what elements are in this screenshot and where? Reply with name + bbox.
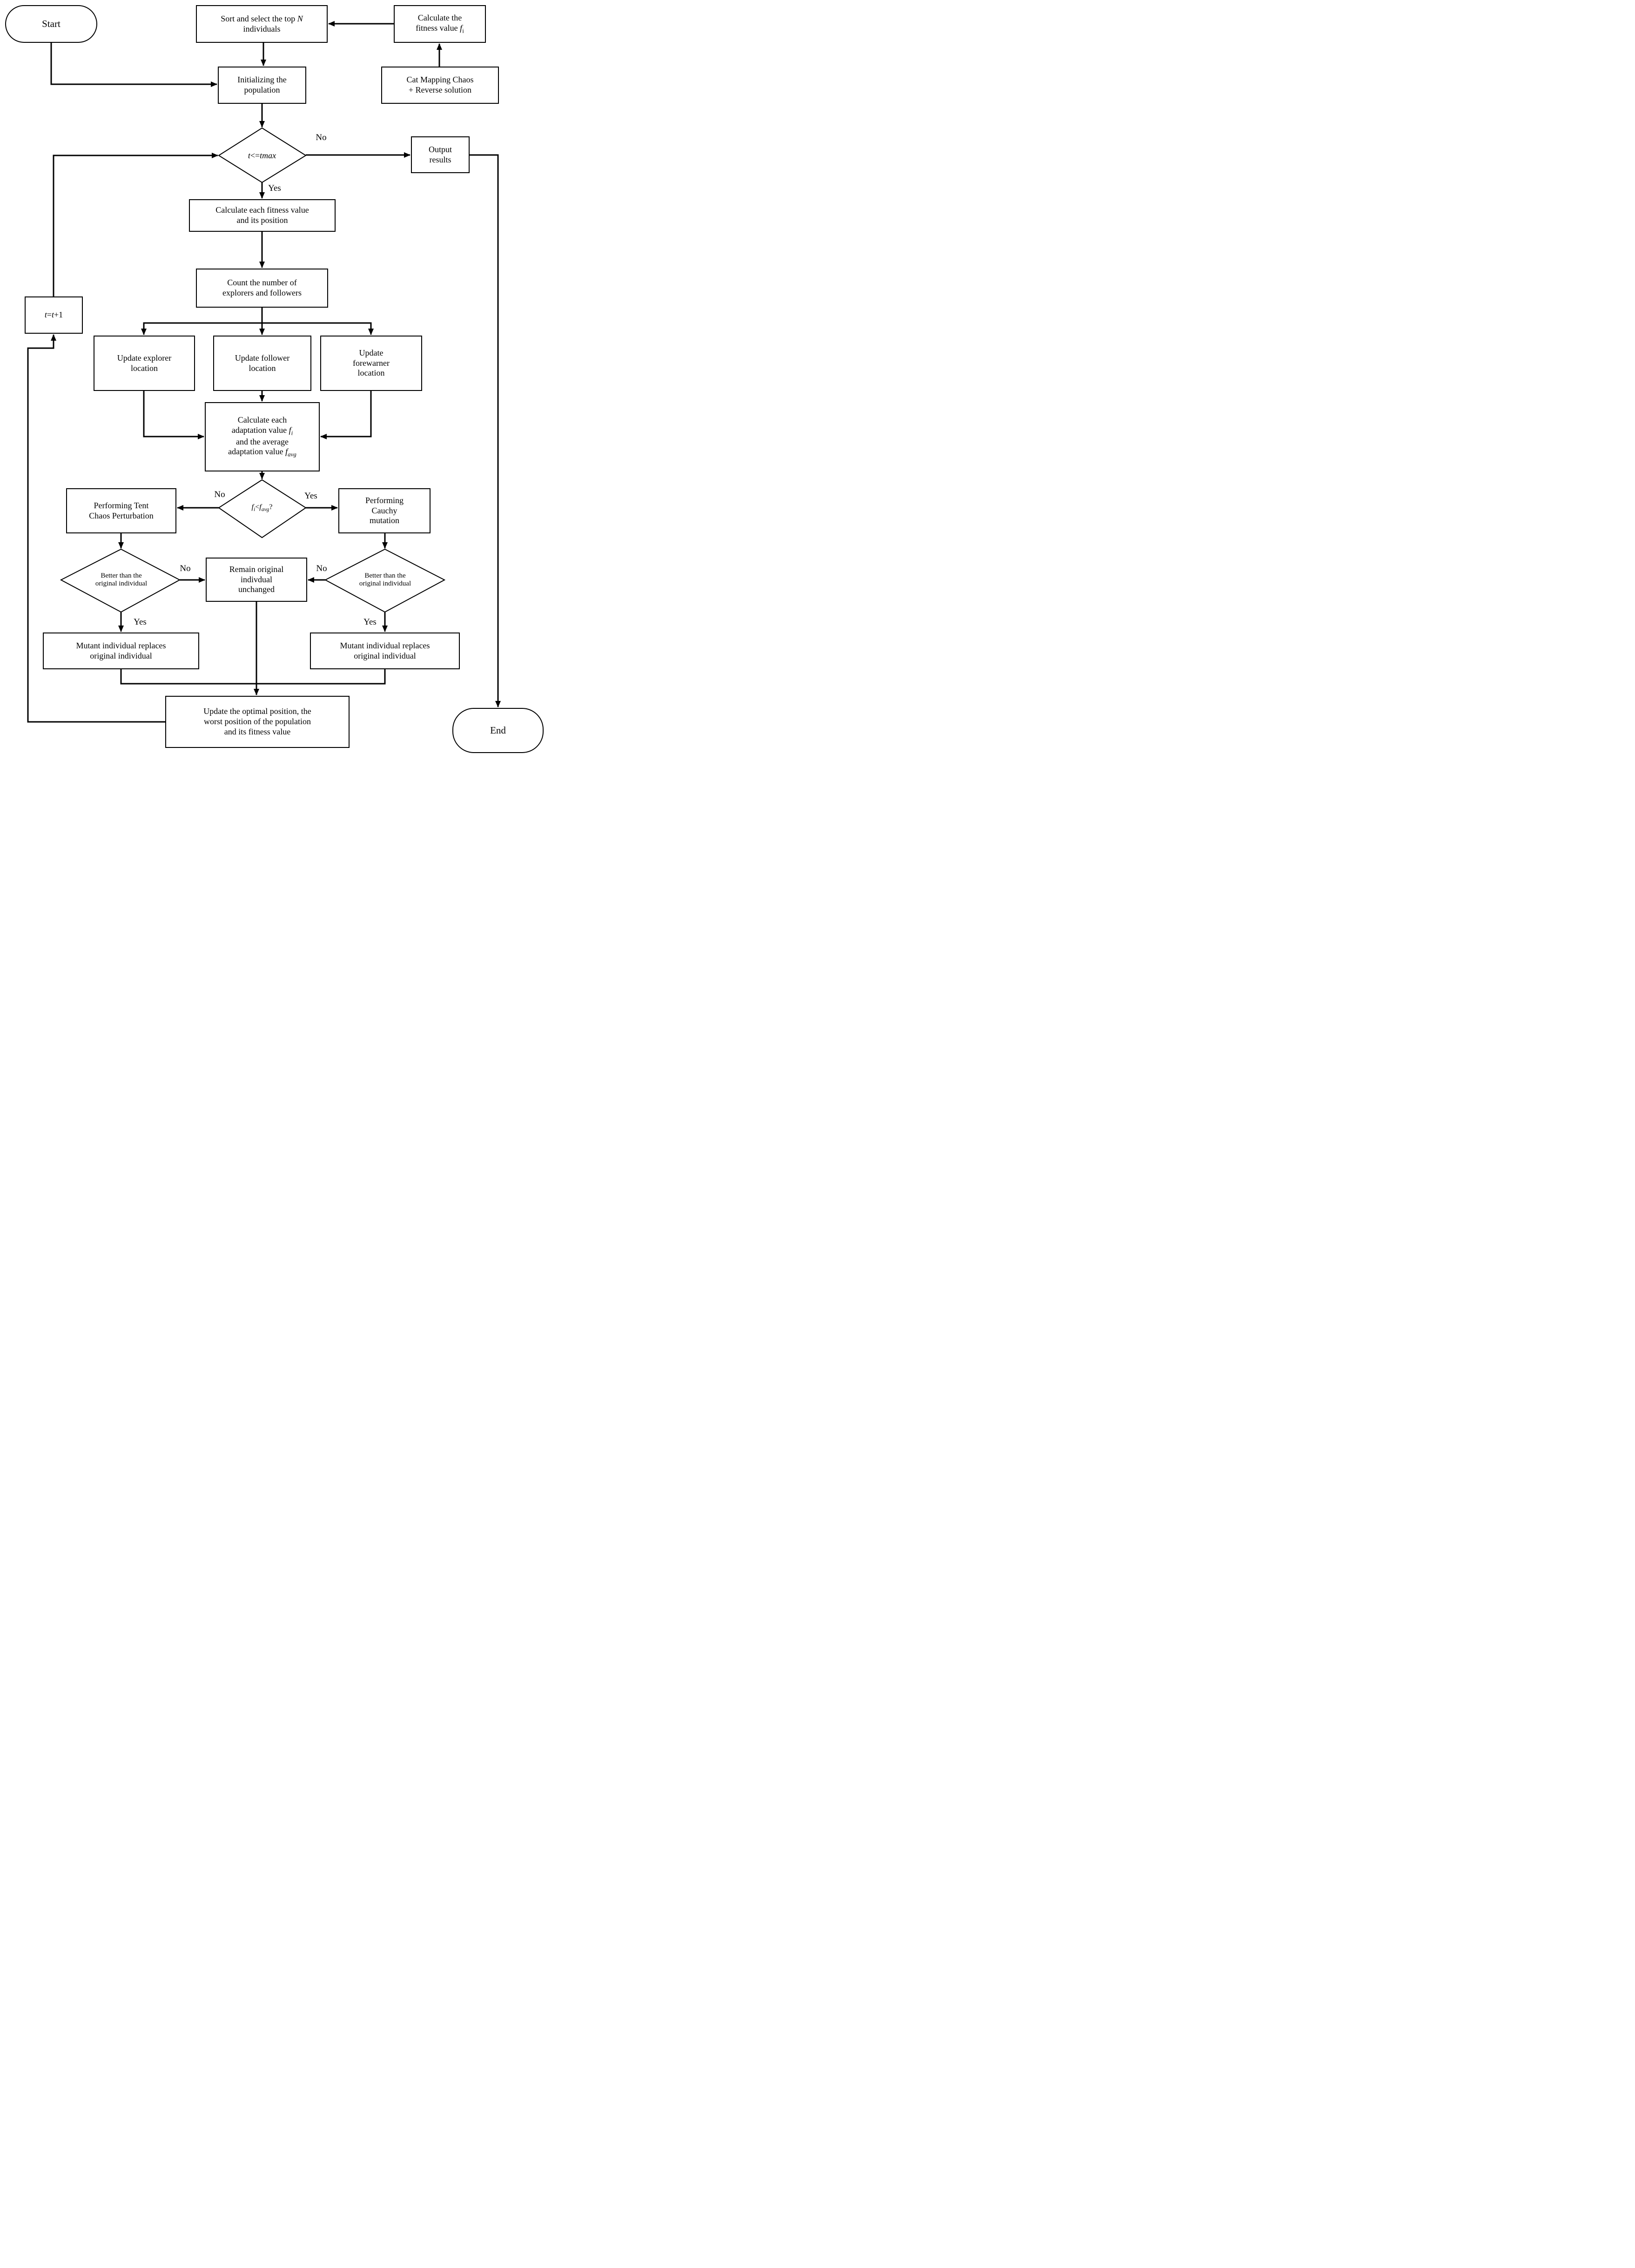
edge-count-to-forewarner — [262, 322, 374, 335]
node-end: End — [452, 708, 544, 753]
tmax-decision-label: t<=tmax — [248, 150, 276, 160]
edge-count-to-explorer — [141, 322, 262, 335]
edge-tplusone-to-tmax — [53, 153, 218, 296]
edge-explorer-to-adaptation — [143, 391, 204, 439]
branch-label-better-right-yes: Yes — [363, 617, 377, 627]
branch-label-tmax-yes: Yes — [268, 183, 281, 193]
cat-mapping-label: Cat Mapping Chaos+ Reverse solution — [406, 75, 474, 94]
edge-forewarner-to-adaptation — [320, 391, 372, 439]
node-start: Start — [5, 5, 97, 43]
end-label: End — [490, 724, 506, 736]
flow-connectors — [27, 21, 501, 723]
better-right-diamond — [324, 548, 446, 613]
better-left-diamond — [60, 548, 181, 613]
edge-start-to-initializing — [50, 43, 217, 87]
branch-label-better-right-no: No — [316, 564, 327, 573]
node-t-plus-one: t=t+1 — [25, 296, 83, 334]
branch-label-favg-yes: Yes — [304, 491, 317, 501]
start-label: Start — [42, 18, 61, 29]
node-cat-mapping-chaos: Cat Mapping Chaos+ Reverse solution — [381, 67, 499, 104]
t-plus-one-label: t=t+1 — [44, 310, 63, 320]
edge-mutant-merge — [120, 669, 386, 685]
tmax-decision-diamond — [218, 127, 307, 183]
favg-decision-diamond — [218, 479, 307, 538]
favg-decision-label: fi<favg? — [251, 503, 273, 513]
branch-label-favg-no: No — [214, 490, 225, 499]
branch-label-better-left-no: No — [180, 564, 191, 573]
edge-output-to-end — [470, 154, 501, 707]
branch-label-better-left-yes: Yes — [134, 617, 147, 627]
branch-label-tmax-no: No — [316, 133, 327, 142]
edge-updatebest-to-tplusone — [27, 334, 165, 723]
